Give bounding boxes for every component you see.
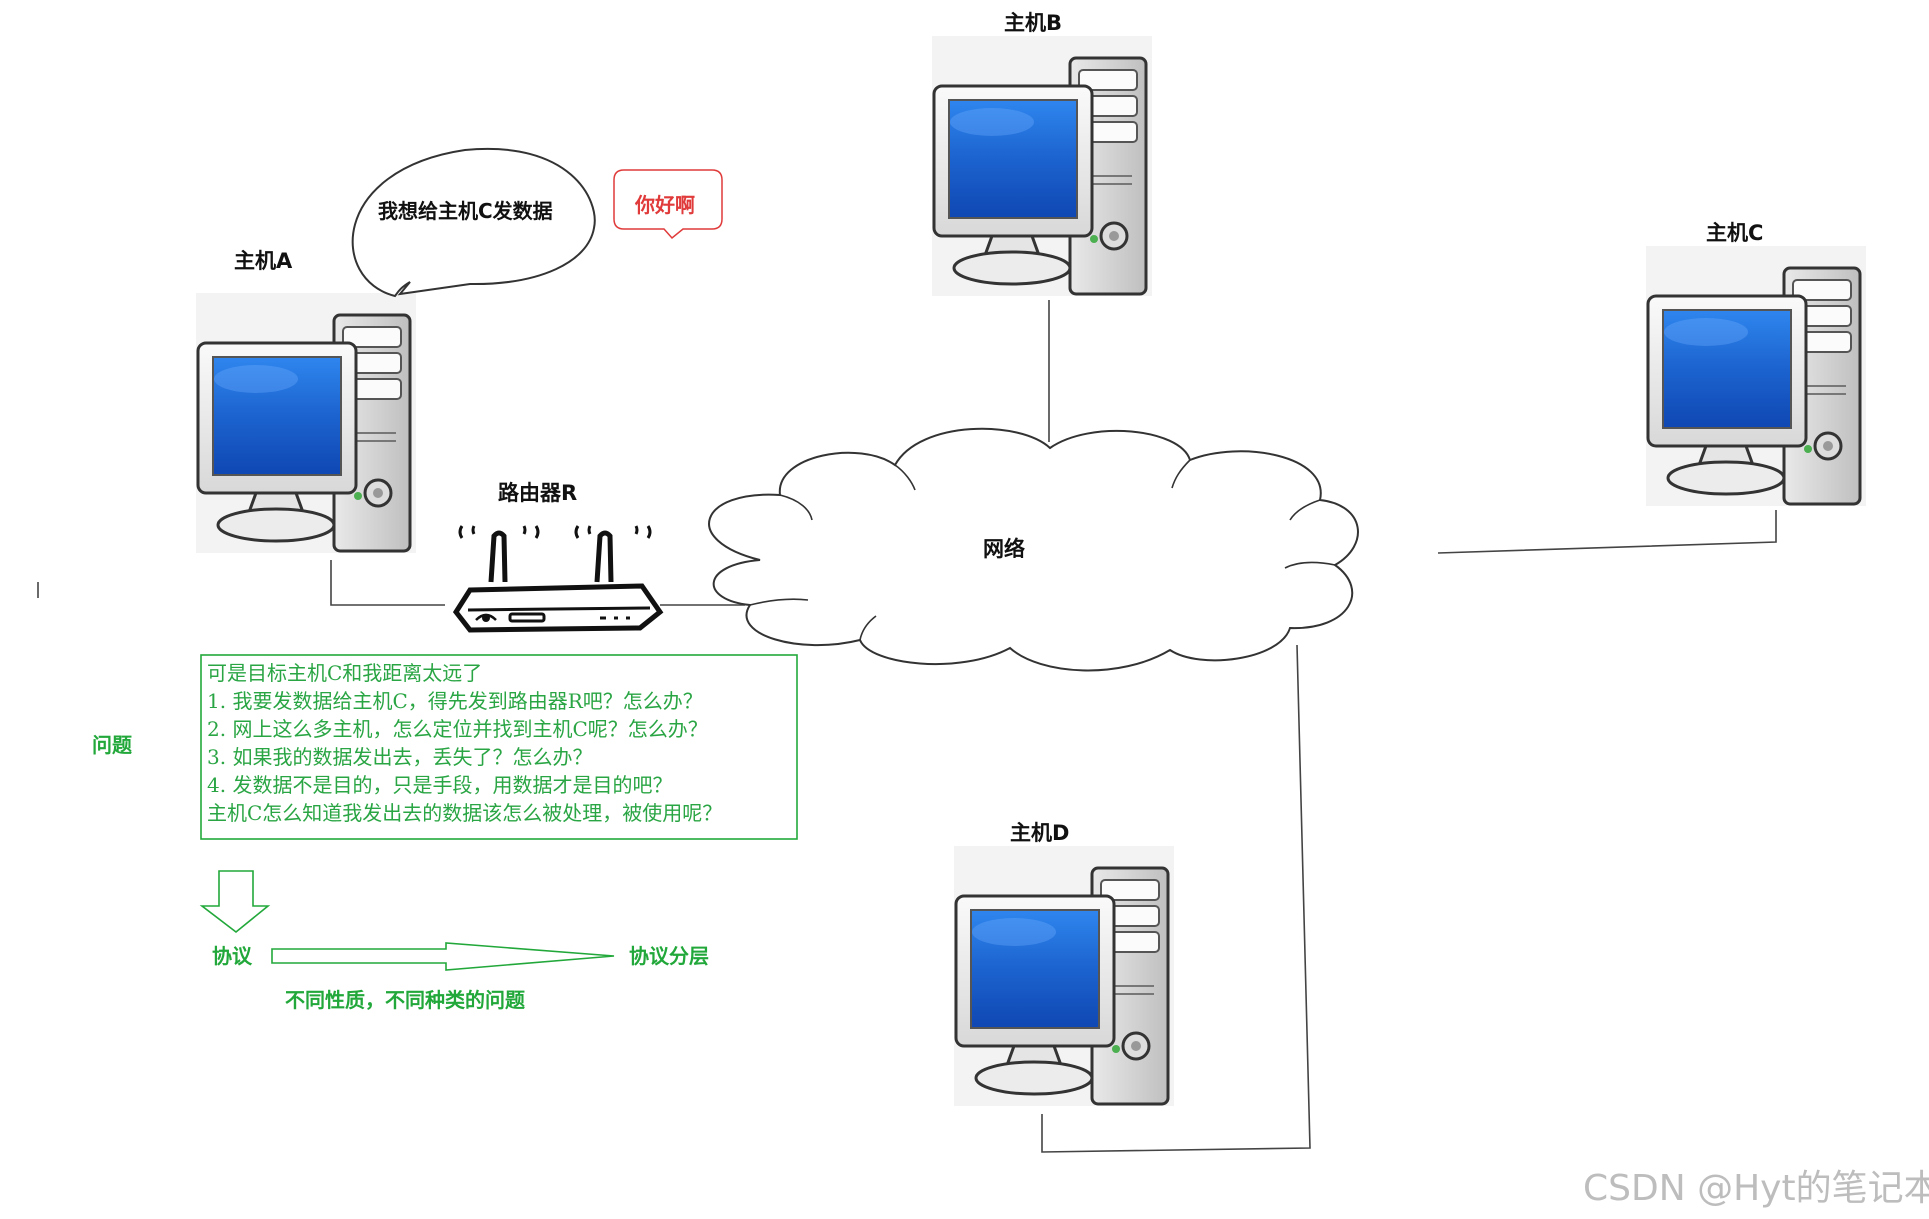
watermark: CSDN @Hyt的笔记本 — [1583, 1168, 1929, 1209]
problem-line: 1. 我要发数据给主机C，得先发到路由器R吧？怎么办？ — [207, 689, 703, 713]
host-a-label: 主机A — [234, 249, 293, 273]
host-a: 主机A — [194, 249, 418, 555]
link-hostA-router — [330, 560, 445, 606]
router-icon — [452, 525, 664, 633]
down-arrow-icon — [199, 870, 271, 934]
problem-section: 问题 可是目标主机C和我距离太远了 1. 我要发数据给主机C，得先发到路由器R吧… — [92, 654, 798, 840]
problem-line: 主机C怎么知道我发出去的数据该怎么被处理，被使用呢？ — [207, 801, 722, 825]
host-d-computer-icon — [952, 844, 1176, 1108]
greeting-callout: 你好啊 — [613, 169, 723, 240]
speech-bubble: 我想给主机C发数据 — [351, 147, 596, 298]
host-a-computer-icon — [194, 291, 418, 555]
host-d: 主机D — [952, 821, 1176, 1108]
protocol-label: 协议 — [212, 944, 253, 968]
problem-line: 4. 发数据不是目的，只是手段，用数据才是目的吧？ — [207, 773, 672, 797]
router-label: 路由器R — [498, 481, 577, 505]
layering-label: 协议分层 — [629, 944, 709, 968]
problem-line: 可是目标主机C和我距离太远了 — [207, 661, 482, 685]
problem-box — [200, 654, 798, 840]
flow-section: 协议 协议分层 不同性质，不同种类的问题 — [199, 870, 709, 1012]
host-d-label: 主机D — [1010, 821, 1069, 845]
greeting-text: 你好啊 — [634, 193, 695, 217]
host-c-computer-icon — [1644, 244, 1868, 508]
host-c-label: 主机C — [1706, 221, 1763, 245]
host-c: 主机C — [1644, 221, 1868, 508]
link-network-hostD — [1041, 644, 1311, 1153]
problem-line: 2. 网上这么多主机，怎么定位并找到主机C呢？怎么办？ — [207, 717, 708, 741]
right-arrow-icon — [271, 942, 615, 971]
problem-label: 问题 — [92, 733, 133, 757]
router: 路由器R — [452, 481, 664, 633]
speech-bubble-text: 我想给主机C发数据 — [378, 199, 553, 223]
links — [37, 300, 1777, 1153]
host-b-label: 主机B — [1004, 11, 1062, 35]
link-network-hostC — [1437, 510, 1777, 554]
problem-line: 3. 如果我的数据发出去，丢失了？怎么办？ — [207, 745, 592, 769]
host-b-computer-icon — [930, 34, 1154, 298]
flow-note: 不同性质，不同种类的问题 — [285, 988, 526, 1012]
network-label: 网络 — [983, 537, 1025, 561]
host-b: 主机B — [930, 11, 1154, 298]
network-cloud: 网络 — [708, 427, 1359, 672]
